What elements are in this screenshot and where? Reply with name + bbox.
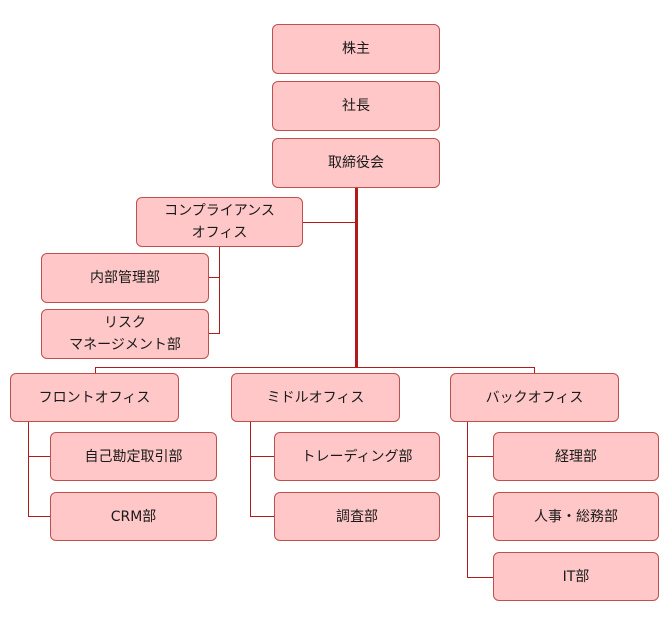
connector-compliance-trunk [219, 246, 220, 334]
node-it: IT部 [493, 552, 659, 601]
connector-front-drop [95, 367, 96, 373]
connector-audit-branch [209, 277, 220, 278]
connector-back-trunk [467, 421, 468, 578]
connector-board-trunk [355, 186, 358, 368]
connector-research-branch [250, 516, 274, 517]
node-hr-general-affairs: 人事・総務部 [493, 492, 659, 541]
node-crm: CRM部 [50, 492, 217, 541]
node-front-office: フロントオフィス [10, 373, 179, 422]
connector-middle-trunk [250, 421, 251, 517]
connector-risk-branch [209, 333, 220, 334]
connector-hr-branch [467, 516, 493, 517]
connector-proprietary-branch [28, 456, 50, 457]
connector-crm-branch [28, 516, 50, 517]
node-compliance-office: コンプライアンス オフィス [136, 197, 303, 247]
node-board: 取締役会 [272, 138, 440, 188]
node-back-office: バックオフィス [450, 373, 619, 422]
node-president: 社長 [272, 81, 440, 131]
node-proprietary-trading: 自己勘定取引部 [50, 432, 217, 481]
node-trading: トレーディング部 [274, 432, 440, 481]
node-internal-audit: 内部管理部 [41, 253, 209, 303]
connector-back-drop [534, 367, 535, 373]
node-risk-management: リスク マネージメント部 [41, 309, 209, 359]
connector-front-trunk [28, 421, 29, 517]
connector-it-branch [467, 577, 493, 578]
node-research: 調査部 [274, 492, 440, 541]
connector-offices-bar [95, 367, 535, 368]
connector-accounting-branch [467, 456, 493, 457]
connector-trading-branch [250, 456, 274, 457]
connector-compliance-branch [303, 222, 357, 223]
node-shareholders: 株主 [272, 24, 440, 74]
node-accounting: 経理部 [493, 432, 659, 481]
node-middle-office: ミドルオフィス [231, 373, 400, 422]
